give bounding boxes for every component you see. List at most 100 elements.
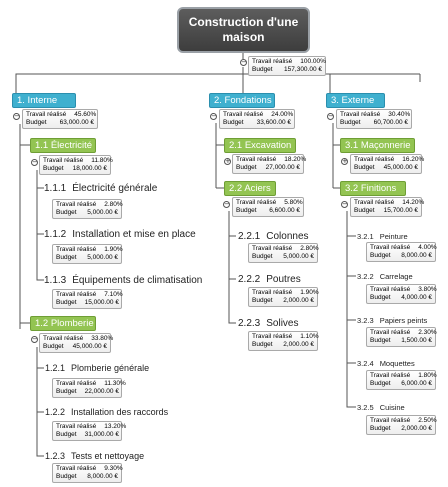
budget-value: 2,000.00 € [283, 341, 314, 348]
budget-value: 5,000.00 € [87, 209, 118, 216]
group-node[interactable]: 2.2 Aciers [224, 181, 276, 196]
group-node[interactable]: 1.1 Électricité [30, 138, 96, 153]
task-node[interactable]: 1.2.3 Tests et nettoyage [45, 451, 144, 462]
task-number: 1.2.3 [45, 451, 66, 461]
task-number: 1.1.1 [44, 183, 67, 194]
task-number: 2.2.1 [238, 231, 261, 242]
budget-value: 22,000.00 € [84, 388, 119, 395]
collapse-toggle-icon[interactable]: − [341, 200, 348, 208]
group-node[interactable]: 1.2 Plomberie [30, 316, 96, 331]
work-done-label: Travail réalisé [26, 111, 67, 118]
group-title: 1.2 Plomberie [35, 318, 94, 329]
group-node[interactable]: 3.1 Maçonnerie [340, 138, 415, 153]
work-done-label: Travail réalisé [370, 286, 411, 293]
budget-label: Budget [370, 294, 391, 301]
task-number: 3.2.3 [357, 316, 374, 325]
budget-label: Budget [354, 164, 375, 171]
budget-value: 15,000.00 € [84, 299, 119, 306]
group-node[interactable]: 3.2 Finitions [340, 181, 406, 196]
budget-label: Budget [236, 207, 257, 214]
budget-value: 5,000.00 € [283, 253, 314, 260]
task-number: 3.2.4 [357, 359, 374, 368]
task-number: 3.2.5 [357, 403, 374, 412]
work-done-label: Travail réalisé [354, 199, 395, 206]
phase-node[interactable]: 1. Interne [12, 93, 76, 108]
task-name: Plomberie générale [71, 363, 150, 373]
budget-value: 2,000.00 € [283, 297, 314, 304]
budget-value: 45,000.00 € [72, 343, 107, 350]
work-done-value: 45.60% [74, 111, 97, 118]
work-done-value: 2.80% [300, 245, 319, 252]
task-name: Solives [266, 318, 299, 329]
expand-toggle-icon[interactable]: + [341, 157, 348, 165]
work-done-value: 4.00% [418, 244, 437, 251]
expand-toggle-icon[interactable]: + [224, 157, 231, 165]
collapse-toggle-icon[interactable]: − [210, 112, 217, 120]
budget-label: Budget [43, 343, 64, 350]
collapse-toggle-icon[interactable]: − [327, 112, 334, 120]
work-done-value: 1.80% [418, 372, 437, 379]
root-node[interactable]: Construction d'une maison [177, 7, 310, 53]
budget-label: Budget [340, 119, 361, 126]
collapse-toggle-icon[interactable]: − [223, 200, 230, 208]
budget-label: Budget [56, 299, 77, 306]
work-done-value: 18.20% [284, 156, 307, 163]
work-done-value: 13.20% [104, 423, 127, 430]
task-node[interactable]: 1.2.1 Plomberie générale [45, 363, 149, 374]
collapse-toggle-icon[interactable]: − [31, 158, 38, 166]
phase-node[interactable]: 3. Externe [326, 93, 385, 108]
task-name: Peinture [379, 232, 408, 241]
group-node[interactable]: 2.1 Excavation [224, 138, 296, 153]
work-done-value: 30.40% [388, 111, 411, 118]
collapse-toggle-icon[interactable]: − [240, 58, 247, 66]
work-done-label: Travail réalisé [252, 333, 293, 340]
work-done-label: Travail réalisé [370, 244, 411, 251]
work-done-value: 5.80% [284, 199, 303, 206]
budget-label: Budget [223, 119, 244, 126]
work-done-label: Travail réalisé [56, 423, 97, 430]
task-number: 3.2.2 [357, 272, 374, 281]
phase-title: 3. Externe [331, 95, 375, 106]
group-title: 2.2 Aciers [229, 183, 271, 194]
work-done-value: 1.90% [300, 289, 319, 296]
task-number: 1.2.2 [45, 407, 66, 417]
task-name: Tests et nettoyage [71, 451, 145, 461]
budget-label: Budget [370, 380, 391, 387]
task-number: 1.1.2 [44, 229, 67, 240]
root-title: Construction d'une maison [188, 15, 299, 44]
work-done-label: Travail réalisé [370, 329, 411, 336]
budget-label: Budget [252, 253, 273, 260]
budget-value: 157,300.00 € [284, 66, 322, 73]
phase-node[interactable]: 2. Fondations [209, 93, 275, 108]
work-done-value: 100.00% [300, 58, 326, 65]
collapse-toggle-icon[interactable]: − [31, 335, 38, 343]
work-done-value: 24.00% [271, 111, 294, 118]
collapse-toggle-icon[interactable]: − [13, 112, 20, 120]
group-title: 3.1 Maçonnerie [345, 140, 411, 151]
work-done-value: 16.20% [402, 156, 425, 163]
work-done-label: Travail réalisé [43, 157, 84, 164]
group-title: 1.1 Électricité [35, 140, 93, 151]
task-number: 1.2.1 [45, 363, 66, 373]
